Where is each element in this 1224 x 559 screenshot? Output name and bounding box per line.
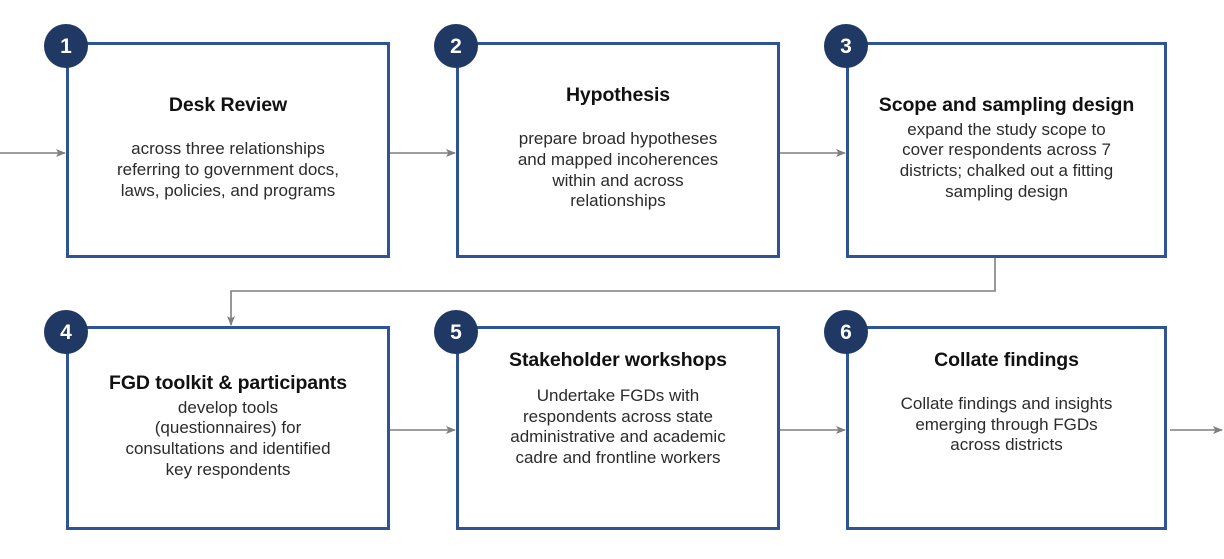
step-box-6[interactable]: Collate findings Collate findings and in… xyxy=(846,326,1167,530)
step-badge-2: 2 xyxy=(434,24,478,68)
step-title-1: Desk Review xyxy=(168,94,288,117)
step-box-1[interactable]: Desk Review across three relationships r… xyxy=(66,42,390,258)
step-badge-1: 1 xyxy=(44,24,88,68)
step-badge-6: 6 xyxy=(824,310,868,354)
elbow-3-to-4 xyxy=(227,258,996,326)
step-desc-5: Undertake FGDs with respondents across s… xyxy=(510,386,726,468)
step-box-4[interactable]: FGD toolkit & participants develop tools… xyxy=(66,326,390,530)
step-desc-3: expand the study scope to cover responde… xyxy=(899,119,1114,201)
step-badge-4: 4 xyxy=(44,310,88,354)
step-desc-1: across three relationships referring to … xyxy=(116,139,340,200)
step-badge-5: 5 xyxy=(434,310,478,354)
step-badge-3: 3 xyxy=(824,24,868,68)
step-title-4: FGD toolkit & participants xyxy=(109,371,347,394)
step-title-2: Hypothesis xyxy=(565,84,671,107)
step-box-3[interactable]: Scope and sampling design expand the stu… xyxy=(846,42,1167,258)
step-desc-4: develop tools (questionnaires) for consu… xyxy=(125,397,331,479)
step-box-2[interactable]: Hypothesis prepare broad hypotheses and … xyxy=(456,42,780,258)
step-desc-6: Collate findings and insights emerging t… xyxy=(900,394,1113,455)
step-title-3: Scope and sampling design xyxy=(878,93,1135,116)
step-title-5: Stakeholder workshops xyxy=(509,349,727,371)
step-title-6: Collate findings xyxy=(934,349,1079,371)
step-box-5[interactable]: Stakeholder workshops Undertake FGDs wit… xyxy=(456,326,780,530)
step-desc-2: prepare broad hypotheses and mapped inco… xyxy=(517,129,719,211)
